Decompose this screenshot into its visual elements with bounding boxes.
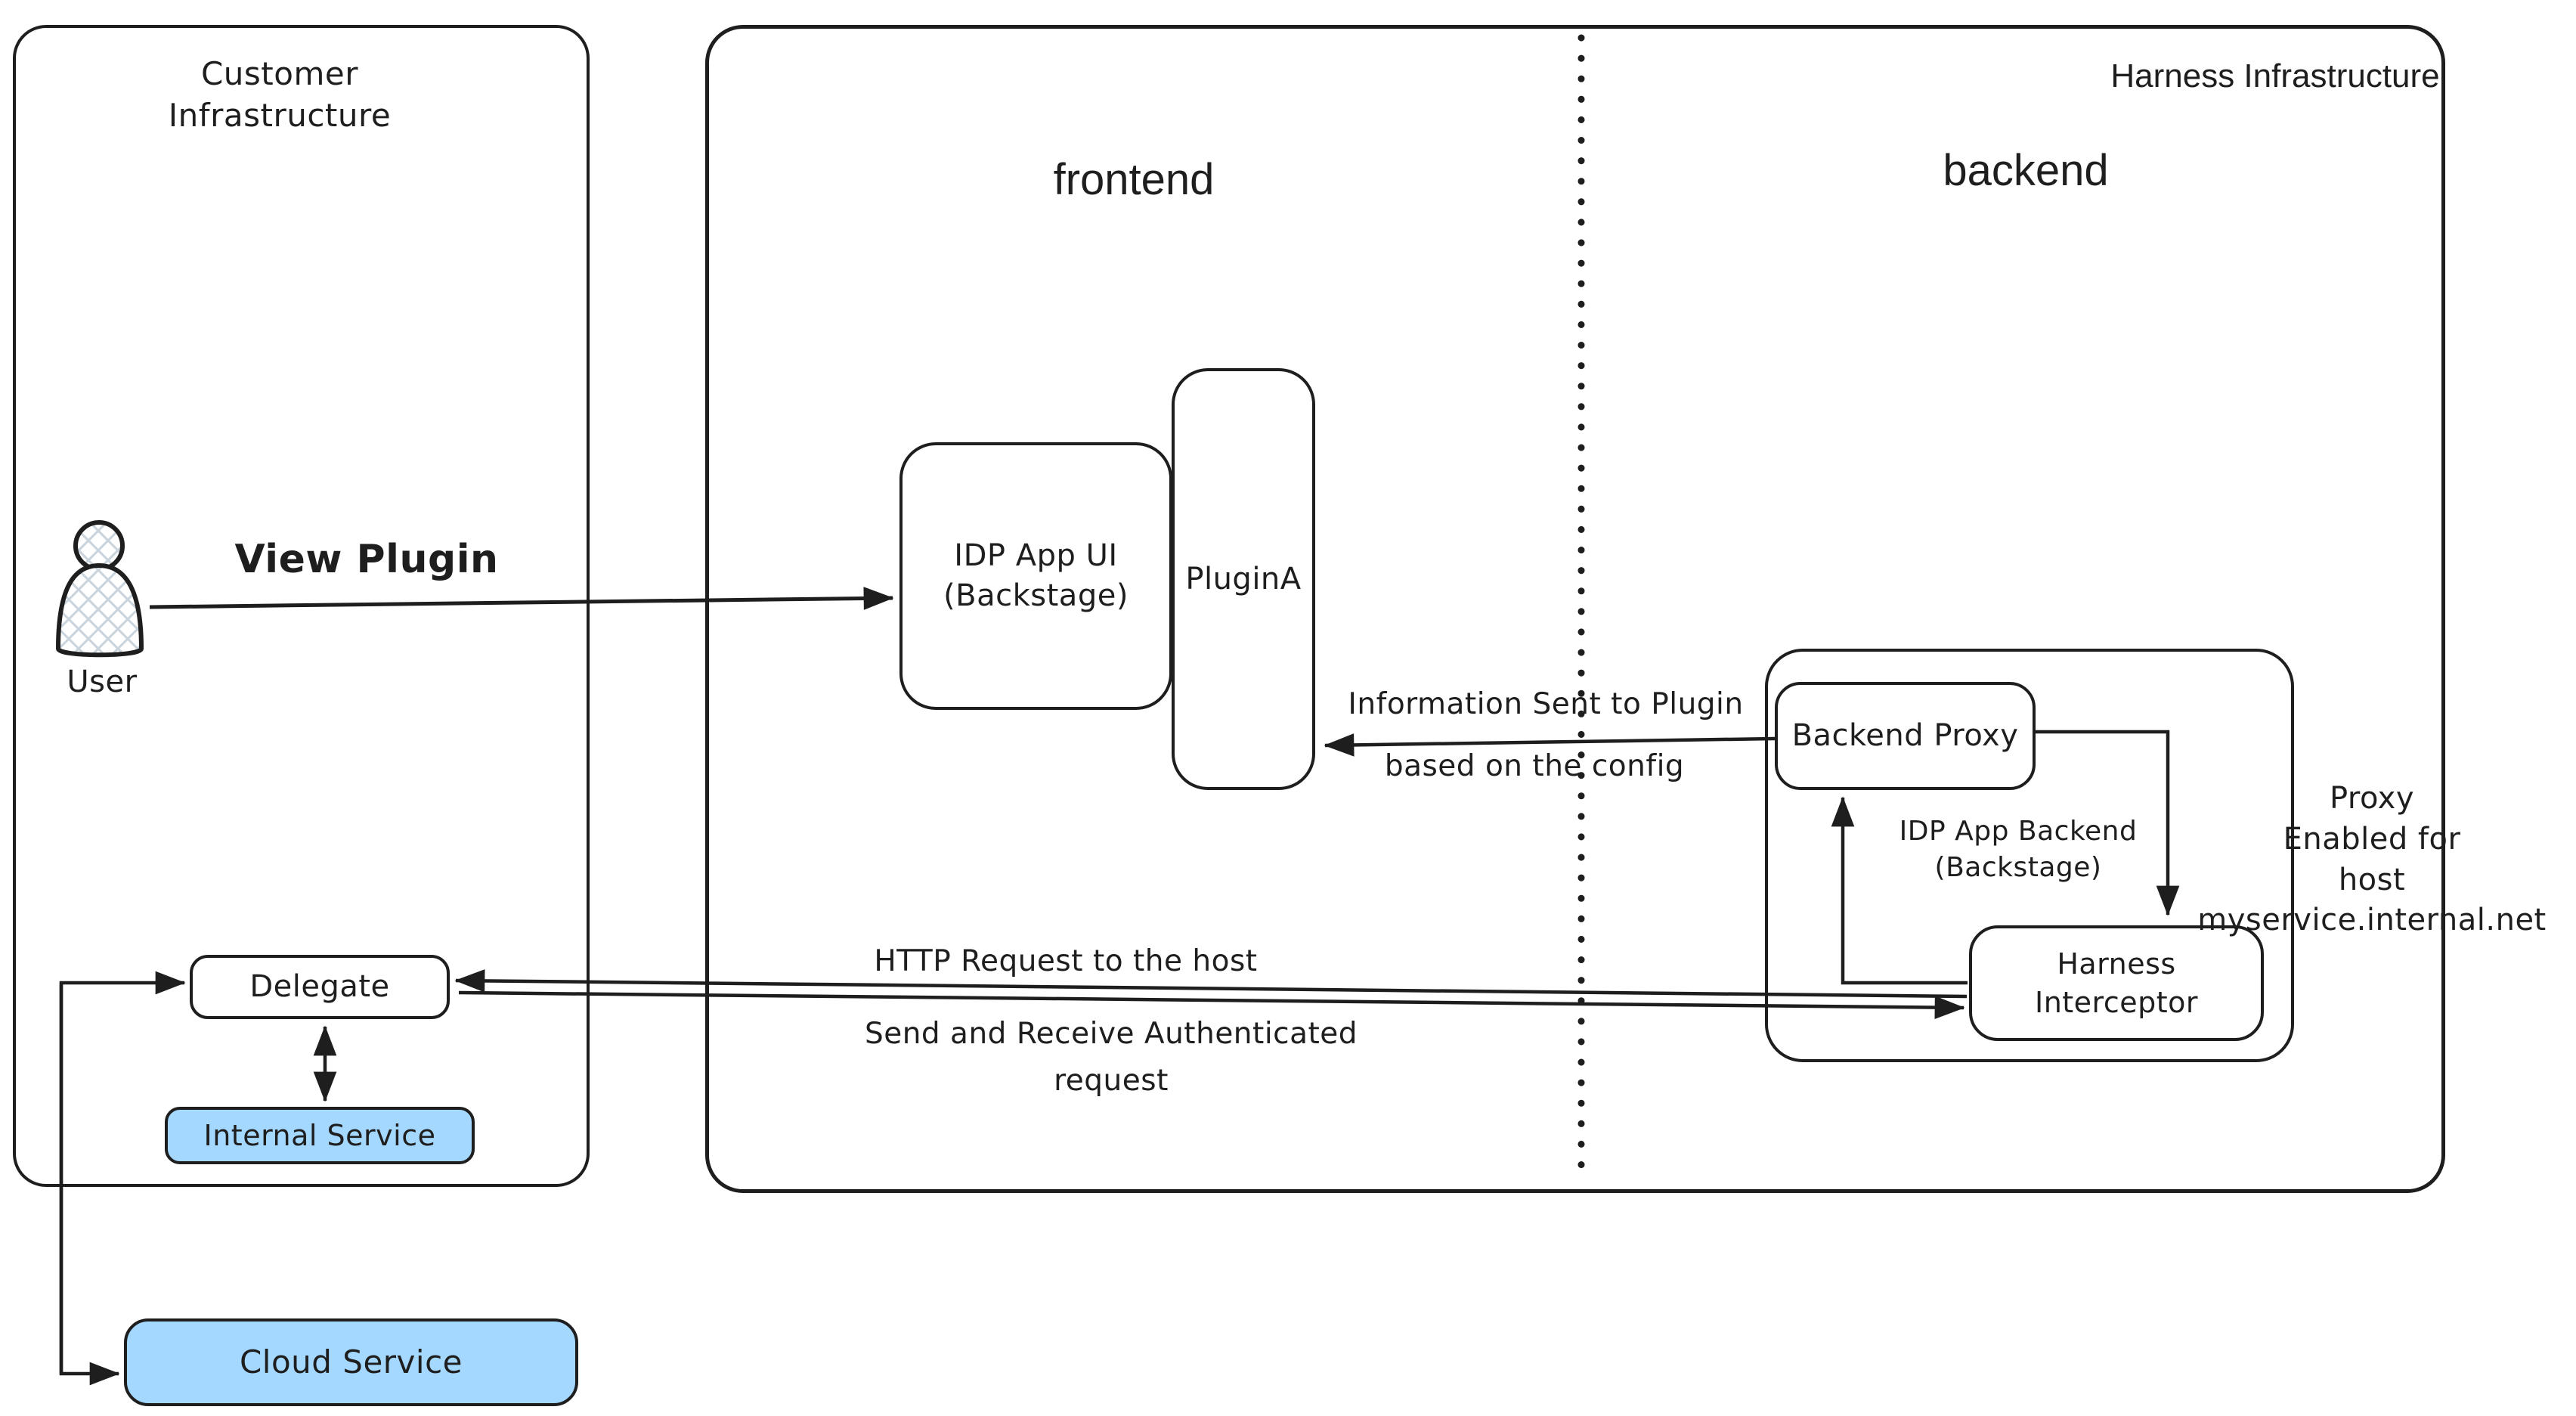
user-label: User — [67, 665, 138, 699]
harness-interceptor-label-line1: Harness — [2057, 947, 2176, 981]
frontend-section-label: frontend — [1053, 155, 1215, 204]
harness-infrastructure-container — [705, 25, 2445, 1193]
proxy-enabled-annotation-line3: host myservice.internal.net — [2197, 863, 2547, 937]
node-cloud-service: Cloud Service — [124, 1318, 578, 1406]
idp-app-backend-label-line2: (Backstage) — [1934, 851, 2102, 883]
idp-app-backend-container — [1765, 649, 2294, 1062]
customer-infrastructure-container — [13, 25, 590, 1187]
node-harness-interceptor: Harness Interceptor — [1969, 925, 2264, 1041]
idp-app-ui-label-line2: (Backstage) — [943, 578, 1129, 613]
node-idp-app-ui: IDP App UI (Backstage) — [899, 442, 1172, 710]
node-plugin-a: PluginA — [1172, 368, 1315, 790]
idp-app-ui-label-line1: IDP App UI — [954, 538, 1118, 574]
customer-infrastructure-title: Customer Infrastructure — [168, 55, 392, 135]
harness-infrastructure-title: Harness Infrastructure — [2110, 57, 2440, 95]
cloud-service-label: Cloud Service — [239, 1343, 463, 1381]
idp-app-backend-label: IDP App Backend (Backstage) — [1829, 813, 2207, 885]
send-receive-annotation-line2: request — [1054, 1064, 1169, 1098]
plugin-a-label: PluginA — [1185, 561, 1302, 596]
view-plugin-annotation: View Plugin — [234, 537, 499, 582]
harness-interceptor-label-line2: Interceptor — [2034, 985, 2199, 1019]
delegate-label: Delegate — [249, 969, 390, 1005]
internal-service-label: Internal Service — [203, 1118, 436, 1152]
http-request-annotation: HTTP Request to the host — [874, 944, 1258, 978]
node-delegate: Delegate — [190, 955, 450, 1019]
info-sent-annotation-line1: Information Sent to Plugin — [1348, 687, 1744, 721]
send-receive-annotation-line1: Send and Receive Authenticated — [864, 1017, 1358, 1051]
backend-section-label: backend — [1943, 146, 2109, 195]
proxy-enabled-annotation-line2: Enabled for — [2283, 822, 2461, 857]
idp-app-backend-label-line1: IDP App Backend — [1899, 816, 2138, 847]
node-backend-proxy: Backend Proxy — [1775, 682, 2036, 790]
node-internal-service: Internal Service — [165, 1107, 475, 1164]
proxy-enabled-annotation-line1: Proxy — [2329, 781, 2415, 816]
backend-proxy-label: Backend Proxy — [1791, 718, 2019, 754]
info-sent-annotation-line2: based on the config — [1384, 749, 1685, 783]
